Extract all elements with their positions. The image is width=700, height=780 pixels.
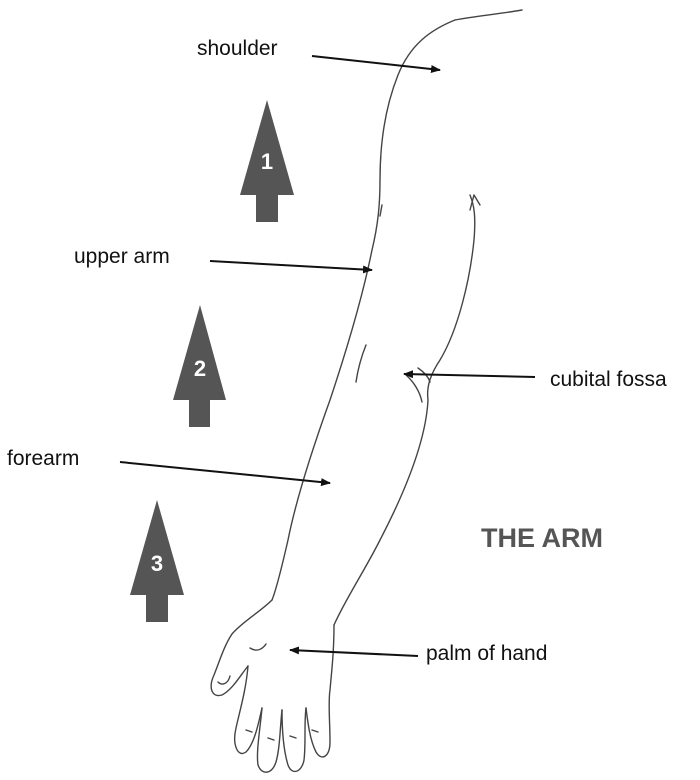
upper-arm-label: upper arm [74, 245, 170, 268]
shoulder-leader-arrow [312, 56, 440, 70]
palm-of-hand-label: palm of hand [426, 642, 547, 665]
cubital-fossa-leader-arrow [404, 374, 535, 377]
step-number-3: 3 [151, 551, 163, 576]
forearm-leader-arrow [120, 462, 330, 483]
palm-leader-arrow [290, 650, 418, 656]
step-arrow-1: 1 [240, 100, 294, 222]
step-arrow-2: 2 [173, 305, 226, 427]
step-number-1: 1 [261, 149, 273, 174]
diagram-title: THE ARM [481, 523, 603, 553]
step-number-2: 2 [194, 356, 206, 381]
shoulder-label: shoulder [197, 37, 278, 60]
upper-arm-leader-arrow [210, 261, 372, 270]
step-arrow-3: 3 [130, 500, 184, 622]
forearm-label: forearm [7, 447, 79, 470]
cubital-fossa-label: cubital fossa [550, 368, 667, 391]
